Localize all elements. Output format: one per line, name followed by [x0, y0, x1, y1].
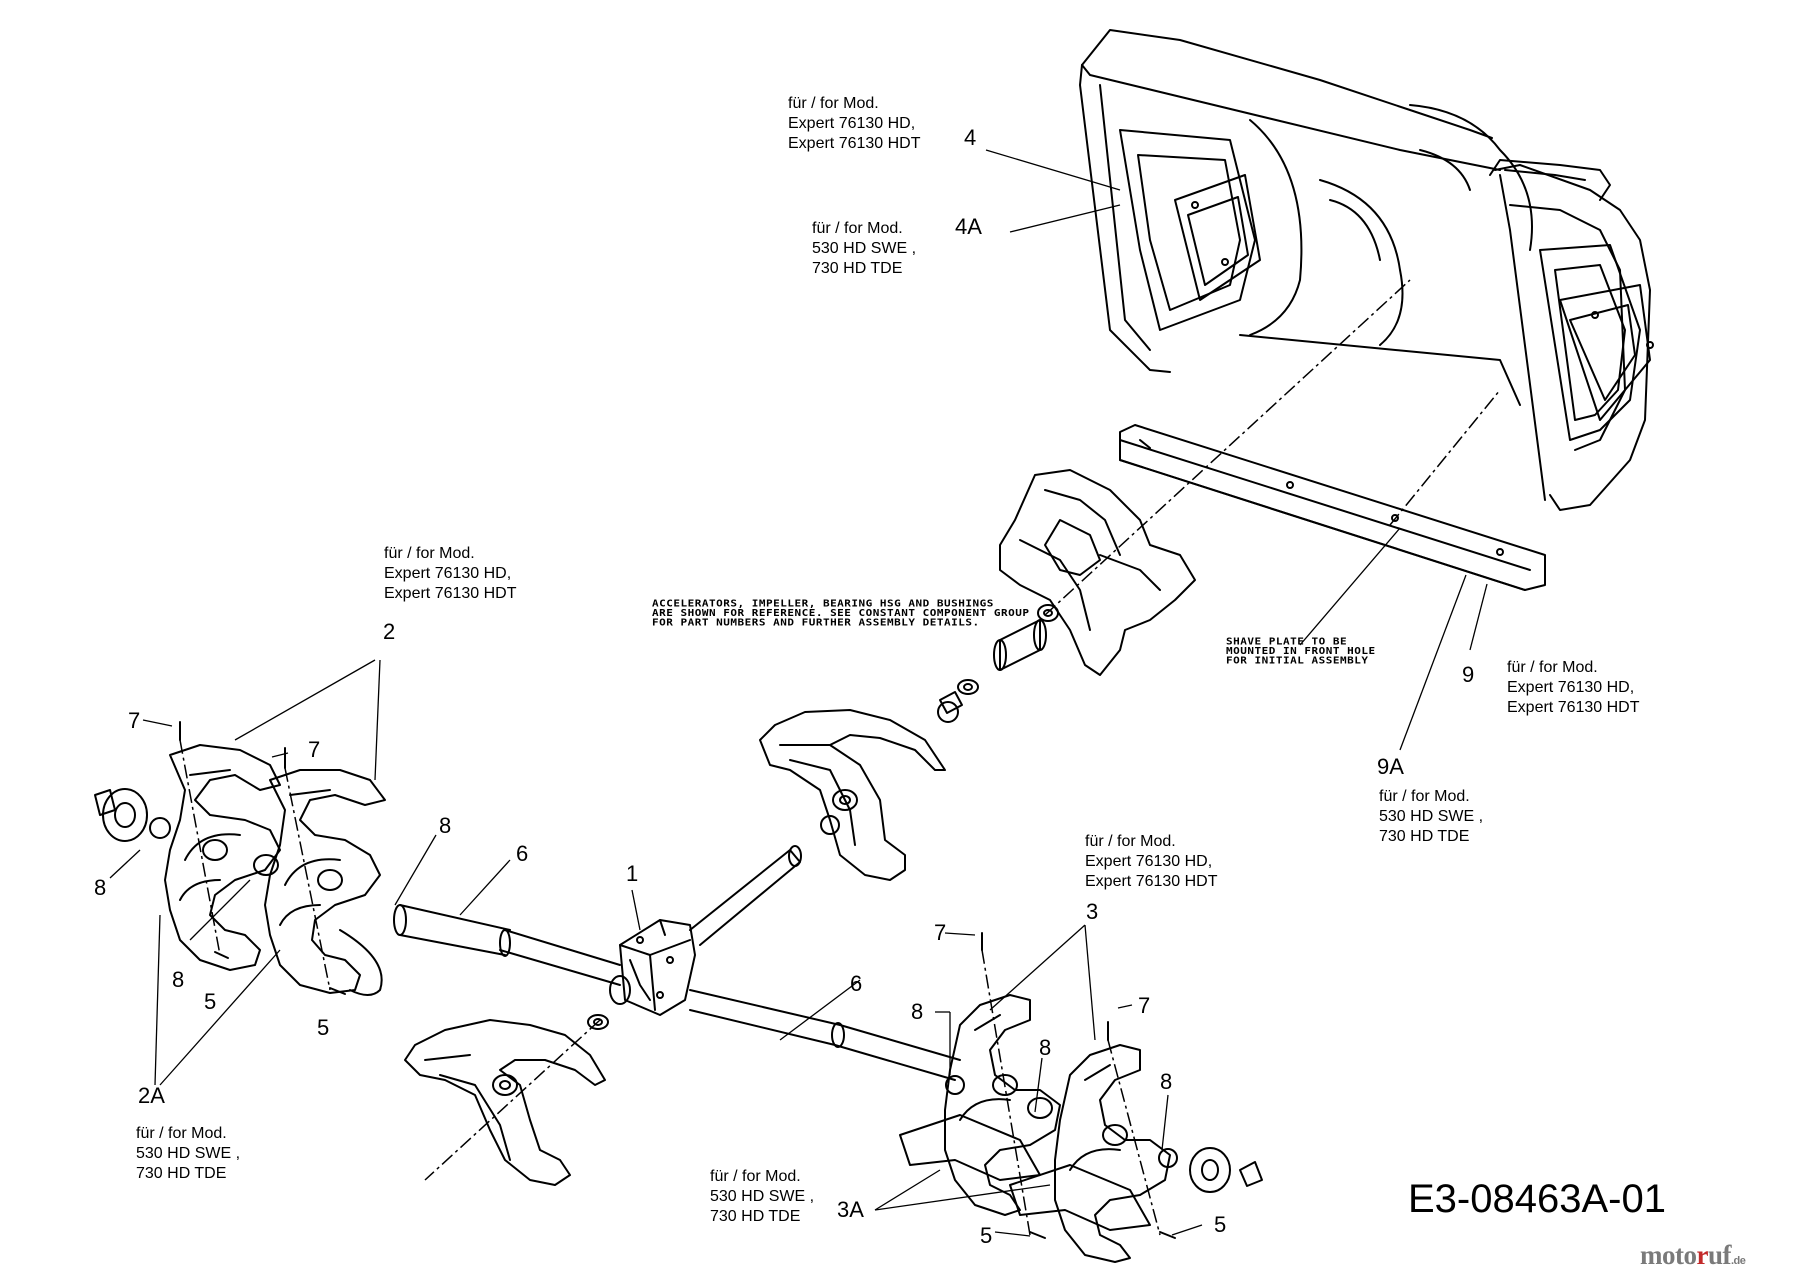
callout-5-b: 5 [317, 1015, 330, 1040]
brand-part-2: r [1696, 1240, 1708, 1270]
callout-2a: 2A [138, 1083, 165, 1108]
brand-part-3: uf [1707, 1240, 1732, 1270]
shear-nut-d [1159, 1231, 1176, 1239]
note-auger-left-hd: für / for Mod. 530 HD SWE , 730 HD TDE [136, 1125, 241, 1182]
note-shave-expert: für / for Mod. Expert 76130 HD, Expert 7… [1507, 659, 1640, 716]
note-auger-right-hd: für / for Mod. 530 HD SWE , 730 HD TDE [710, 1168, 815, 1225]
leader-lines [109, 149, 1488, 1237]
note-auger-left-expert: für / for Mod. Expert 76130 HD, Expert 7… [384, 545, 517, 602]
callout-7-a: 7 [128, 708, 141, 733]
hex-nut-upper [820, 815, 840, 835]
shave-plate [1119, 424, 1546, 591]
shear-nut-c [1029, 1231, 1046, 1239]
note-auger-right-expert: für / for Mod. Expert 76130 HD, Expert 7… [1085, 833, 1218, 890]
drawing-code: E3-08463A-01 [1408, 1177, 1666, 1221]
callout-9: 9 [1462, 662, 1475, 687]
callout-1: 1 [626, 861, 639, 886]
auger-left-inner [264, 769, 386, 996]
callout-5-c: 5 [980, 1223, 993, 1248]
center-lines [179, 279, 1501, 1236]
shear-nut-b [329, 987, 346, 995]
brand-tld: .de [1730, 1255, 1746, 1267]
callout-6-left: 6 [516, 841, 529, 866]
callout-4a: 4A [955, 214, 982, 239]
note-accelerators: ACCELERATORS, IMPELLER, BEARING HSG AND … [652, 598, 1030, 628]
auger-housing [1079, 29, 1654, 511]
shear-nut-a [214, 951, 229, 959]
accelerator-upper [759, 709, 946, 881]
auger-shaft-left [393, 904, 621, 986]
callout-8-d: 8 [911, 999, 924, 1024]
callout-9a: 9A [1377, 754, 1404, 779]
note-shave-plate-mounting: SHAVE PLATE TO BE MOUNTED IN FRONT HOLE … [1226, 636, 1376, 666]
note-housing-hd: für / for Mod. 530 HD SWE , 730 HD TDE [812, 220, 917, 277]
callout-8-f: 8 [1160, 1069, 1173, 1094]
thrust-washer [587, 1014, 609, 1030]
gearbox [609, 919, 696, 1016]
callout-6-right: 6 [850, 971, 863, 996]
callout-2: 2 [383, 619, 396, 644]
callout-8-b: 8 [172, 967, 185, 992]
auger-shaft-right [689, 989, 961, 1081]
callout-8-c: 8 [439, 813, 452, 838]
callout-3: 3 [1086, 899, 1099, 924]
callout-4: 4 [964, 125, 977, 150]
brand-part-1: moto [1640, 1240, 1697, 1270]
note-shave-hd: für / for Mod. 530 HD SWE , 730 HD TDE [1379, 788, 1484, 845]
auger-right-hub [945, 1075, 1263, 1193]
input-shaft [689, 849, 801, 946]
accelerator-lower [404, 1019, 606, 1186]
callout-8-e: 8 [1039, 1035, 1052, 1060]
callout-5-a: 5 [204, 989, 217, 1014]
callout-7-b: 7 [308, 737, 321, 762]
bearing-stack [937, 619, 1047, 723]
callout-7-d: 7 [1138, 993, 1151, 1018]
callout-5-d: 5 [1214, 1212, 1227, 1237]
auger-left-outer [164, 744, 281, 971]
auger-left-hub [94, 788, 279, 876]
brand-logo[interactable]: motoruf.de [1640, 1240, 1746, 1271]
callout-3a: 3A [837, 1197, 864, 1222]
impeller [999, 469, 1196, 676]
callout-8-a: 8 [94, 875, 107, 900]
auger-right-outer [1009, 1044, 1171, 1263]
note-housing-expert: für / for Mod. Expert 76130 HD, Expert 7… [788, 95, 921, 152]
callout-7-c: 7 [934, 920, 947, 945]
input-shaft-end [788, 845, 802, 867]
